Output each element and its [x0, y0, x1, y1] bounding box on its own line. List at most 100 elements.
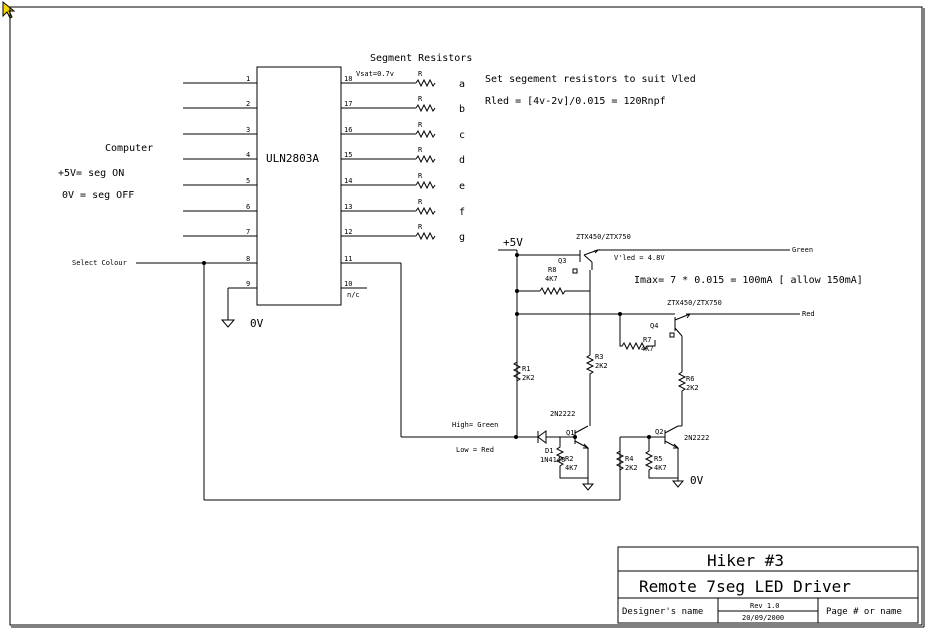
svg-text:R: R: [418, 95, 423, 103]
resistor-r2: [555, 437, 588, 479]
ground-symbol-q1: [581, 478, 595, 491]
title-block-date: 20/09/2000: [742, 614, 784, 622]
r7-label: R7: [643, 336, 651, 344]
r2-label: R2: [565, 455, 573, 463]
resistor-r6: [677, 371, 687, 426]
chip-right-pins: 18 17 16 15 14 13 12 11 10: [341, 75, 416, 289]
svg-text:R: R: [418, 121, 423, 129]
pin-7: 7: [246, 228, 250, 236]
pin-2: 2: [246, 100, 250, 108]
q2-label: Q2: [655, 428, 663, 436]
label-high-green: High= Green: [452, 421, 498, 429]
label-green: Green: [792, 246, 813, 254]
r4-label: R4: [625, 455, 633, 463]
note-rled-formula: Rled = [4v-2v]/0.015 = 120Rnpf: [485, 96, 666, 107]
r8-value: 4K7: [545, 275, 558, 283]
svg-text:R: R: [418, 198, 423, 206]
title-block-title: Hiker #3: [707, 551, 784, 570]
segment-letters: a b c d e f g: [459, 79, 465, 243]
label-plus5v: +5V: [503, 236, 523, 249]
chip-name: ULN2803A: [266, 152, 319, 165]
label-vled: V'led = 4.8V: [614, 254, 665, 262]
svg-text:R: R: [418, 223, 423, 231]
q1-label: Q1: [566, 429, 574, 437]
r6-label: R6: [686, 375, 694, 383]
r3-label: R3: [595, 353, 603, 361]
d1-type: 1N4148: [540, 456, 565, 464]
svg-text:R: R: [418, 172, 423, 180]
pin-17: 17: [344, 100, 352, 108]
title-block-designer: Designer's name: [622, 607, 703, 617]
pin-15: 15: [344, 151, 352, 159]
q3-label: Q3: [558, 257, 566, 265]
label-low-red: Low = Red: [456, 446, 494, 454]
segment-resistors: R R R R R R R: [415, 70, 436, 241]
resistor-r8: [539, 286, 569, 296]
transistor-q4: [665, 313, 691, 372]
plus5v-net: [515, 250, 665, 437]
pin-5: 5: [246, 177, 250, 185]
r8-label: R8: [548, 266, 556, 274]
segment-c: c: [459, 130, 465, 141]
resistor-r1: [512, 361, 522, 382]
r6-value: 2K2: [686, 384, 699, 392]
pin-18: 18: [344, 75, 352, 83]
r5-value: 4K7: [654, 464, 667, 472]
resistor-r4: [615, 440, 625, 500]
resistor-r3: [585, 345, 595, 426]
pin-11: 11: [344, 255, 352, 263]
ground-symbol-q2: [671, 476, 685, 488]
note-set-resistors: Set segement resistors to suit Vled: [485, 74, 696, 85]
label-computer: Computer: [105, 143, 153, 154]
segment-b: b: [459, 104, 465, 115]
title-block-page: Page # or name: [826, 607, 902, 617]
pin-14: 14: [344, 177, 352, 185]
label-select-colour: Select Colour: [72, 259, 127, 267]
sheet-border: [9, 6, 923, 626]
mouse-cursor-icon: [2, 0, 16, 19]
pin-6: 6: [246, 203, 250, 211]
segment-g: g: [459, 232, 465, 243]
title-block-subtitle: Remote 7seg LED Driver: [639, 577, 851, 596]
q4-label: Q4: [650, 322, 658, 330]
pin11-net: [400, 263, 533, 438]
pin-1: 1: [246, 75, 250, 83]
r7-value: 4K7: [641, 345, 654, 353]
uln2803a-chip: [256, 66, 342, 306]
pin-8: 8: [246, 255, 250, 263]
label-0v-right: 0V: [690, 474, 704, 487]
segment-e: e: [459, 181, 465, 192]
svg-text:R: R: [418, 146, 423, 154]
label-red: Red: [802, 310, 815, 318]
r1-value: 2K2: [522, 374, 535, 382]
transistor-q3: [572, 249, 600, 345]
label-0v-left: 0V: [250, 317, 264, 330]
chip-left-pins: 1 2 3 4 5 6 7 8 9: [136, 75, 257, 289]
title-block: [617, 546, 919, 624]
transistor-q1: [573, 425, 590, 484]
segment-f: f: [459, 207, 465, 218]
label-vsat: Vsat=0.7v: [356, 70, 394, 78]
pin-9: 9: [246, 280, 250, 288]
segment-d: d: [459, 155, 465, 166]
label-seg-off: 0V = seg OFF: [62, 190, 134, 201]
r5-label: R5: [654, 455, 662, 463]
pin-12: 12: [344, 228, 352, 236]
q1-type: 2N2222: [550, 410, 575, 418]
svg-text:R: R: [418, 70, 423, 78]
label-segment-resistors: Segment Resistors: [370, 53, 472, 64]
r4-value: 2K2: [625, 464, 638, 472]
pin-3: 3: [246, 126, 250, 134]
label-seg-on: +5V= seg ON: [58, 168, 124, 179]
select-colour-net: [202, 261, 665, 501]
pin-16: 16: [344, 126, 352, 134]
segment-a: a: [459, 79, 465, 90]
pin-10: 10: [344, 280, 352, 288]
pin-13: 13: [344, 203, 352, 211]
title-block-rev: Rev 1.0: [750, 602, 780, 610]
pin-4: 4: [246, 151, 250, 159]
label-nc: n/c: [347, 291, 360, 299]
label-imax: Imax= 7 * 0.015 = 100mA [ allow 150mA]: [634, 275, 863, 286]
